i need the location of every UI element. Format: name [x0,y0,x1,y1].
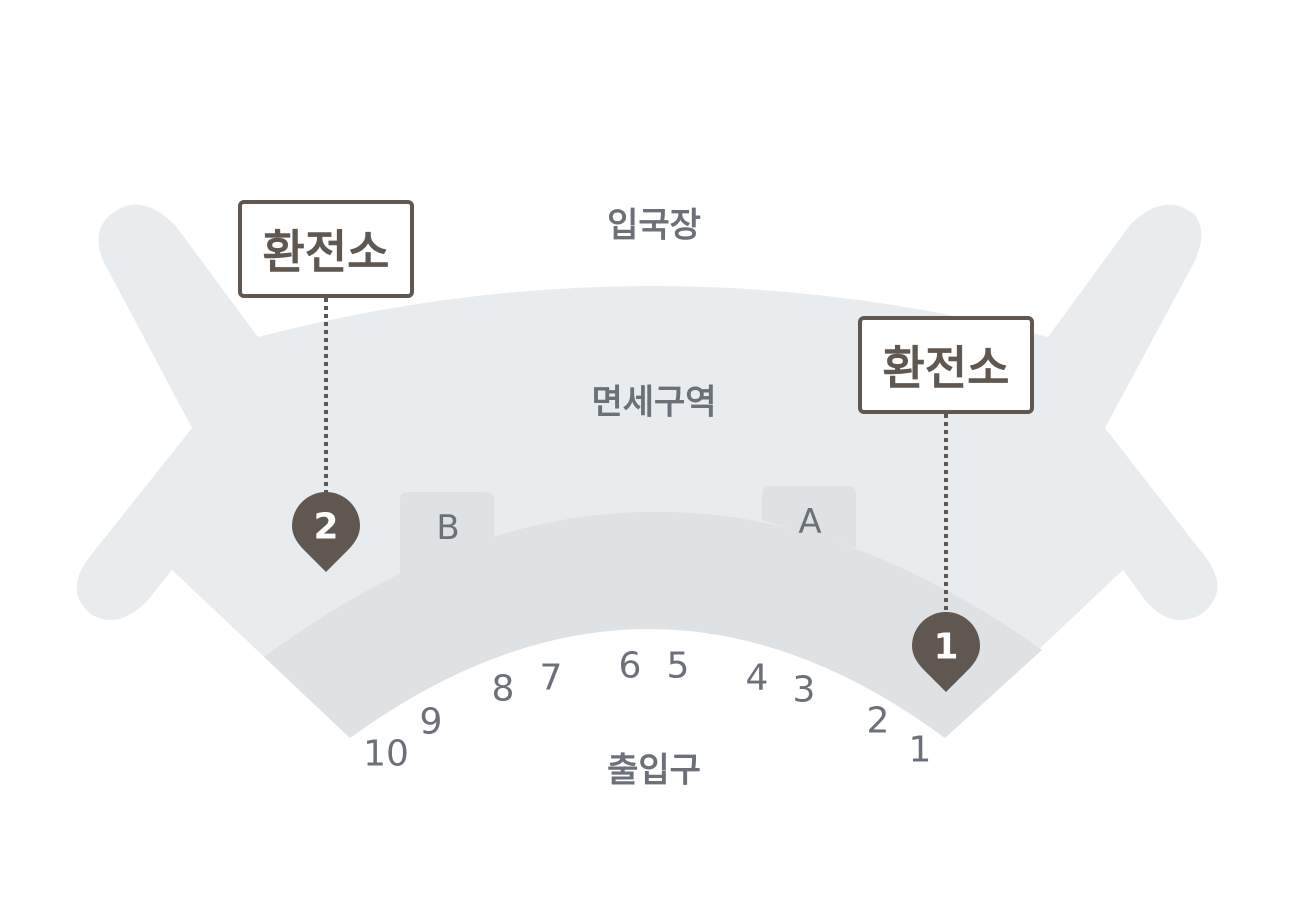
currency-exchange-callout-2[interactable]: 환전소 [238,200,414,298]
pier-a-label: A [798,502,822,542]
gate-concourse [264,511,1042,738]
gate-1-label: 1 [908,729,932,771]
pier-b-label: B [436,508,460,548]
gate-6-label: 6 [618,645,642,687]
gate-8-label: 8 [491,668,515,710]
currency-exchange-callout-1[interactable]: 환전소 [858,316,1034,414]
gate-9-label: 9 [419,701,443,743]
gate-entrance-label: 출입구 [607,750,701,791]
gate-5-label: 5 [666,645,690,687]
gate-3-label: 3 [792,669,816,711]
arrival-hall-label: 입국장 [607,205,701,246]
pier-a-block [762,486,856,548]
gate-4-label: 4 [745,657,769,699]
gate-2-label: 2 [866,700,890,742]
pier-b-block [400,492,494,578]
map-pin-2-icon[interactable] [292,492,360,572]
map-pin-2-number: 2 [313,506,339,548]
gate-7-label: 7 [539,657,563,699]
duty-free-zone-label: 면세구역 [591,382,717,423]
map-pin-1-number: 1 [933,626,959,668]
map-pin-1-icon[interactable] [912,612,980,692]
gate-10-label: 10 [363,733,409,775]
